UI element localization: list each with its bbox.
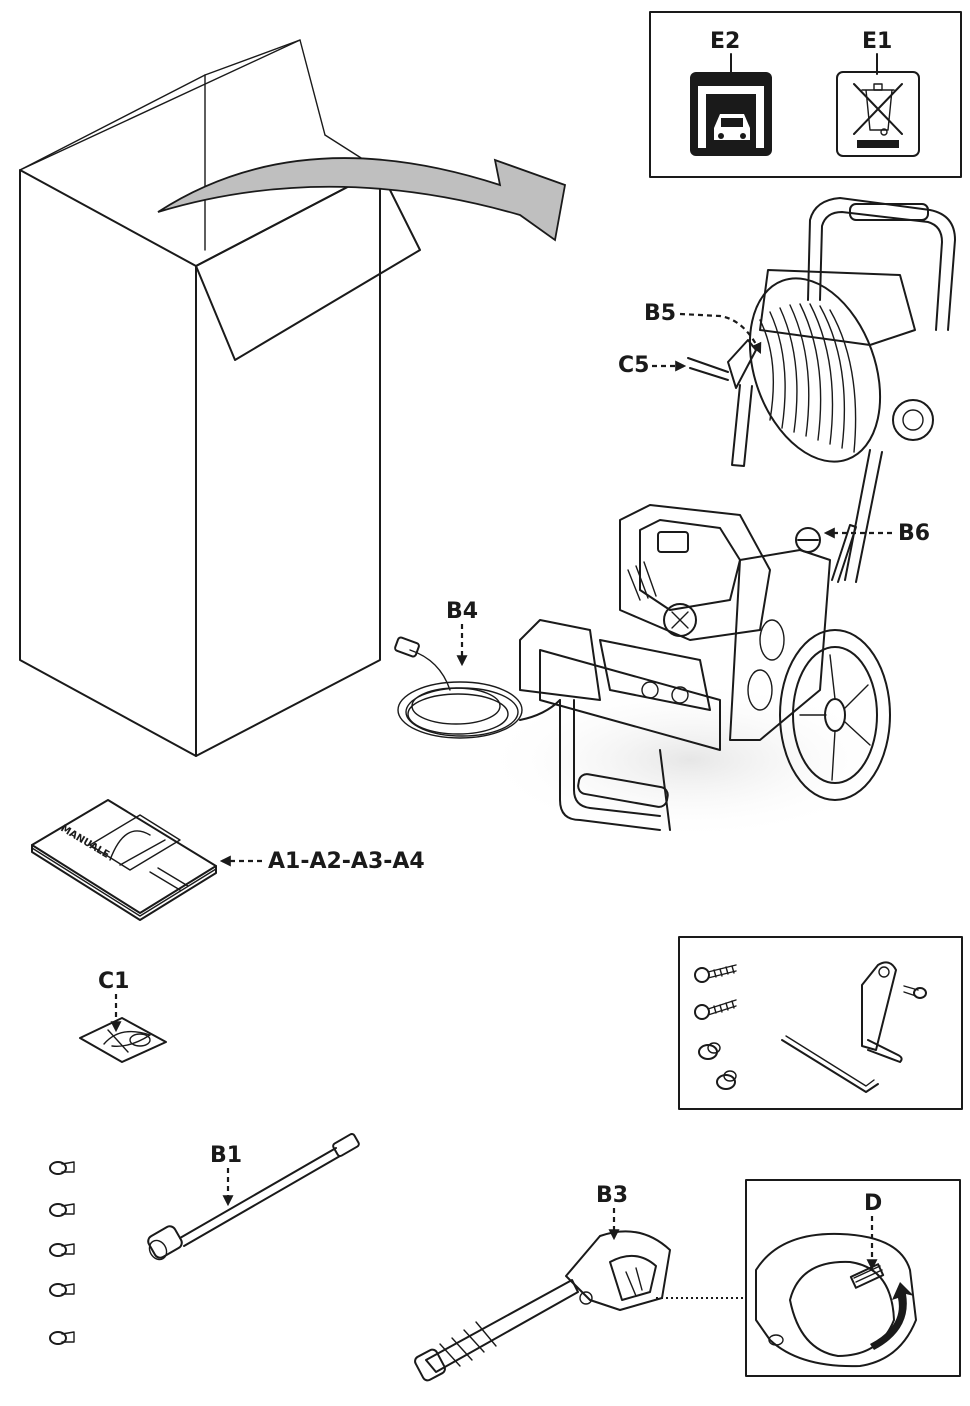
spray-gun (414, 1230, 671, 1382)
nut-1 (698, 1042, 721, 1060)
nut-2 (716, 1070, 737, 1090)
crank-arm (861, 961, 903, 1063)
unpack-arrow (157, 157, 567, 242)
label-b5: B5 (644, 301, 676, 326)
label-e1: E1 (862, 29, 892, 54)
nozzle-3 (49, 1243, 75, 1257)
motor-housing (599, 504, 771, 711)
small-screw (903, 985, 927, 999)
frame (519, 619, 721, 831)
label-c1: C1 (98, 969, 129, 994)
instruction-manual: MANUALE (31, 799, 217, 921)
hardware-kit-box (678, 936, 963, 1110)
nozzle-5 (49, 1331, 75, 1345)
trigger-lock-detail (745, 1179, 961, 1377)
label-d: D (864, 1191, 882, 1216)
label-c5: C5 (618, 353, 649, 378)
nozzle-2 (49, 1203, 75, 1217)
label-e2: E2 (710, 29, 740, 54)
crossed-out-wheelie-bin-icon (836, 71, 920, 157)
bolt-1 (694, 964, 737, 983)
shipping-box (19, 39, 421, 757)
nozzle-4 (49, 1283, 75, 1297)
label-a-set: A1-A2-A3-A4 (268, 849, 425, 874)
nozzle-1 (49, 1161, 75, 1175)
allen-key (781, 1035, 879, 1093)
crank-handle (687, 339, 757, 389)
label-b6: B6 (898, 521, 930, 546)
spray-lance (147, 1133, 360, 1261)
nozzles (49, 1161, 75, 1345)
wheel-and-side-panel (729, 524, 891, 801)
manual-cover-text: MANUALE (58, 823, 111, 861)
garage-car-icon (690, 72, 772, 156)
hose-reel (731, 197, 956, 583)
symbols-panel: E2 E1 (649, 11, 962, 178)
small-parts-bag (79, 1017, 167, 1063)
label-b3: B3 (596, 1183, 628, 1208)
hose-coil-lines (759, 303, 857, 453)
label-b4: B4 (446, 599, 478, 624)
label-b1: B1 (210, 1143, 242, 1168)
bolt-2 (694, 999, 737, 1020)
power-cable (394, 636, 561, 739)
pressure-washer-unit (394, 197, 956, 840)
